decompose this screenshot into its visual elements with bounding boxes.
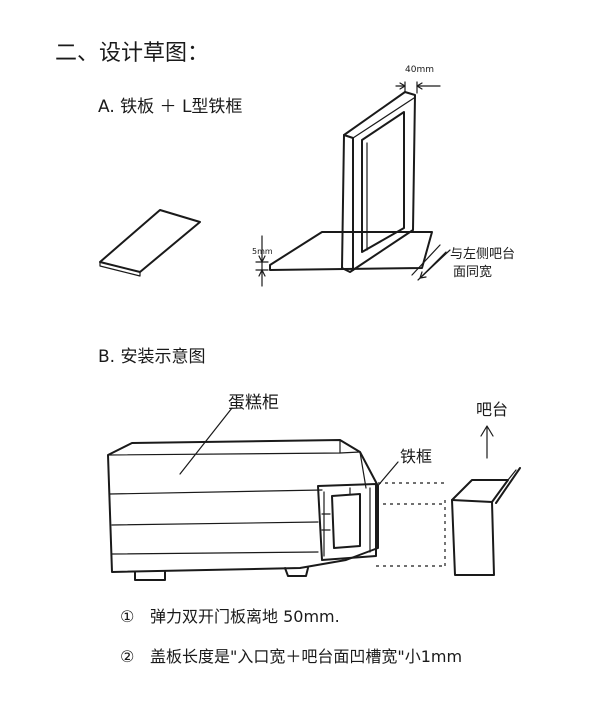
note-2-number: ②: [120, 647, 134, 666]
label-cake-cabinet: 蛋糕柜: [228, 393, 279, 413]
frame-label-pointer: [375, 461, 399, 489]
iron-frame-sketch: [317, 483, 377, 561]
l-frame-sketch: [269, 91, 433, 273]
dimension-5mm-label: 5mm: [252, 247, 273, 256]
dimension-40mm: 40mm: [395, 65, 441, 94]
dimension-40mm-label: 40mm: [405, 65, 434, 75]
bar-label-arrow: [480, 425, 494, 459]
section-b-heading: B. 安装示意图: [98, 347, 205, 367]
page-title: 二、设计草图：: [55, 41, 209, 66]
dimension-5mm: 5mm: [252, 235, 273, 287]
section-a-heading: A. 铁板 ＋ L型铁框: [98, 97, 242, 117]
bar-counter-sketch: [451, 467, 521, 576]
width-note-line-2: 面同宽: [453, 264, 492, 280]
label-bar-counter: 吧台: [476, 400, 508, 419]
note-1-text: 弹力双开门板离地 50mm.: [150, 607, 340, 626]
cake-cabinet-sketch: [107, 439, 379, 581]
note-2-text: 盖板长度是"入口宽＋吧台面凹槽宽"小1mm: [150, 647, 462, 666]
width-dimension: 与左侧吧台 面同宽: [411, 244, 515, 281]
label-iron-frame: 铁框: [400, 447, 432, 466]
note-1-number: ①: [120, 607, 134, 626]
width-note-line-1: 与左侧吧台: [450, 247, 515, 262]
iron-plate-sketch: [99, 209, 201, 277]
cabinet-label-pointer: [179, 407, 233, 475]
